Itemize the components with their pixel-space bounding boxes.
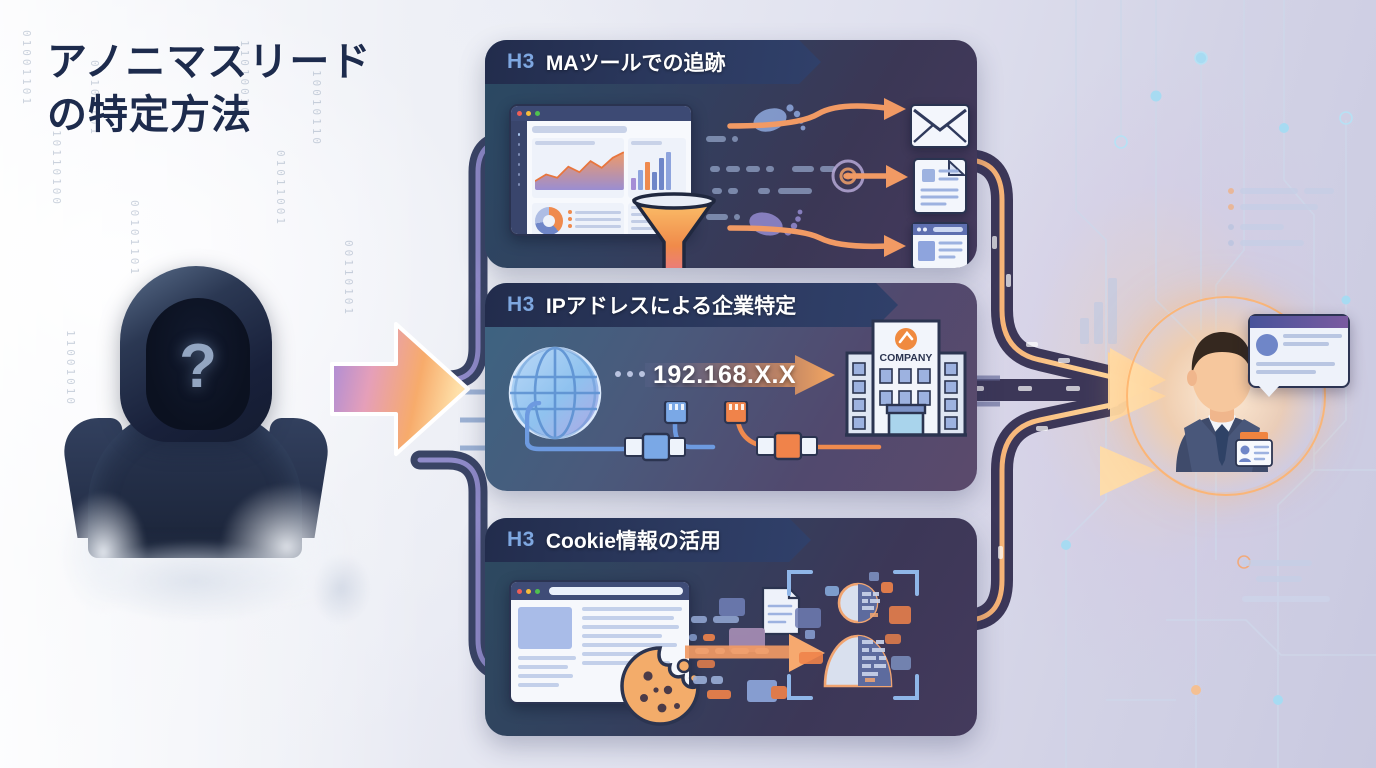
ip-leader-dots (615, 371, 645, 377)
donut-chart-panel (532, 203, 624, 234)
page-thumbnail (518, 607, 572, 649)
popup-avatar-icon (1256, 334, 1278, 356)
document-icon (913, 158, 967, 214)
rj45-connector-blue (624, 432, 686, 462)
popup-pointer (1258, 385, 1280, 397)
window-dot-close-icon (517, 588, 522, 594)
h3-tag: H3 (507, 50, 535, 73)
webpage-icon (911, 222, 969, 268)
window-dot-close-icon (517, 111, 522, 116)
dashboard-titlebar (511, 106, 691, 121)
svg-text:COMPANY: COMPANY (880, 352, 933, 364)
window-dot-maximize-icon (535, 588, 540, 594)
card-ma-tool-title: MAツールでの追跡 (545, 52, 726, 75)
identified-person-result (1120, 292, 1350, 500)
network-port-orange (723, 401, 749, 425)
cookie-icon (620, 646, 700, 726)
browser-url-bar[interactable] (549, 587, 683, 595)
h3-tag: H3 (507, 528, 535, 551)
globe-icon (508, 346, 602, 440)
identified-person-avatar (1176, 332, 1273, 472)
card-cookie-header: H3 Cookie情報の活用 (485, 518, 811, 562)
profile-card-popup (1248, 314, 1350, 397)
card-ma-tool-header: H3 MAツールでの追跡 (485, 40, 821, 84)
ip-address-value: 192.168.X.X (653, 361, 797, 389)
cookie-data-flow (685, 586, 825, 702)
hood-shadow (146, 298, 250, 430)
h3-tag: H3 (507, 293, 535, 316)
document-icon (761, 586, 801, 636)
identification-ring (1126, 296, 1326, 496)
main-flow-arrow (330, 322, 470, 456)
card-cookie-title: Cookie情報の活用 (545, 530, 721, 553)
anonymous-lead-figure: ? (42, 258, 382, 638)
person-silhouette-scan-icon (823, 582, 893, 688)
dashboard-sidebar (511, 121, 527, 234)
page-title: アノニマスリード の特定方法 (47, 36, 427, 142)
card-ip-address-header: H3 IPアドレスによる企業特定 (485, 283, 898, 327)
window-dot-maximize-icon (535, 111, 540, 116)
funnel-icon (632, 192, 716, 268)
page-title-line1: アノニマスリード (47, 40, 372, 84)
envelope-icon (910, 104, 970, 148)
page-title-line2: の特定方法 (47, 92, 252, 137)
company-building-icon: COMPANY (845, 319, 967, 437)
id-badge-icon (1235, 432, 1273, 467)
card-cookie[interactable]: H3 Cookie情報の活用 (485, 518, 977, 736)
question-mark-icon: ? (179, 331, 217, 401)
footprint-icon (749, 209, 803, 236)
fog-decoration (42, 448, 382, 638)
card-ma-tool[interactable]: H3 MAツールでの追跡 (485, 40, 977, 268)
rj45-connector-orange (756, 431, 818, 461)
area-chart-panel (532, 138, 625, 198)
donut-chart (535, 206, 563, 234)
network-port-blue (663, 401, 689, 425)
window-dot-minimize-icon (526, 111, 531, 116)
card-ip-address-title: IPアドレスによる企業特定 (545, 295, 797, 318)
ip-address-arrow (645, 355, 835, 395)
browser-titlebar (511, 582, 689, 600)
bar-chart-panel (628, 138, 686, 198)
bar-chart (631, 150, 683, 190)
ethernet-cables (525, 401, 882, 462)
window-dot-minimize-icon (526, 588, 531, 594)
scan-frame (787, 570, 919, 700)
card-ip-address[interactable]: H3 IPアドレスによる企業特定 192.168. (485, 283, 977, 491)
popup-header-bar (1250, 316, 1348, 328)
tracking-flow-lanes (706, 98, 908, 257)
area-chart (534, 151, 625, 190)
